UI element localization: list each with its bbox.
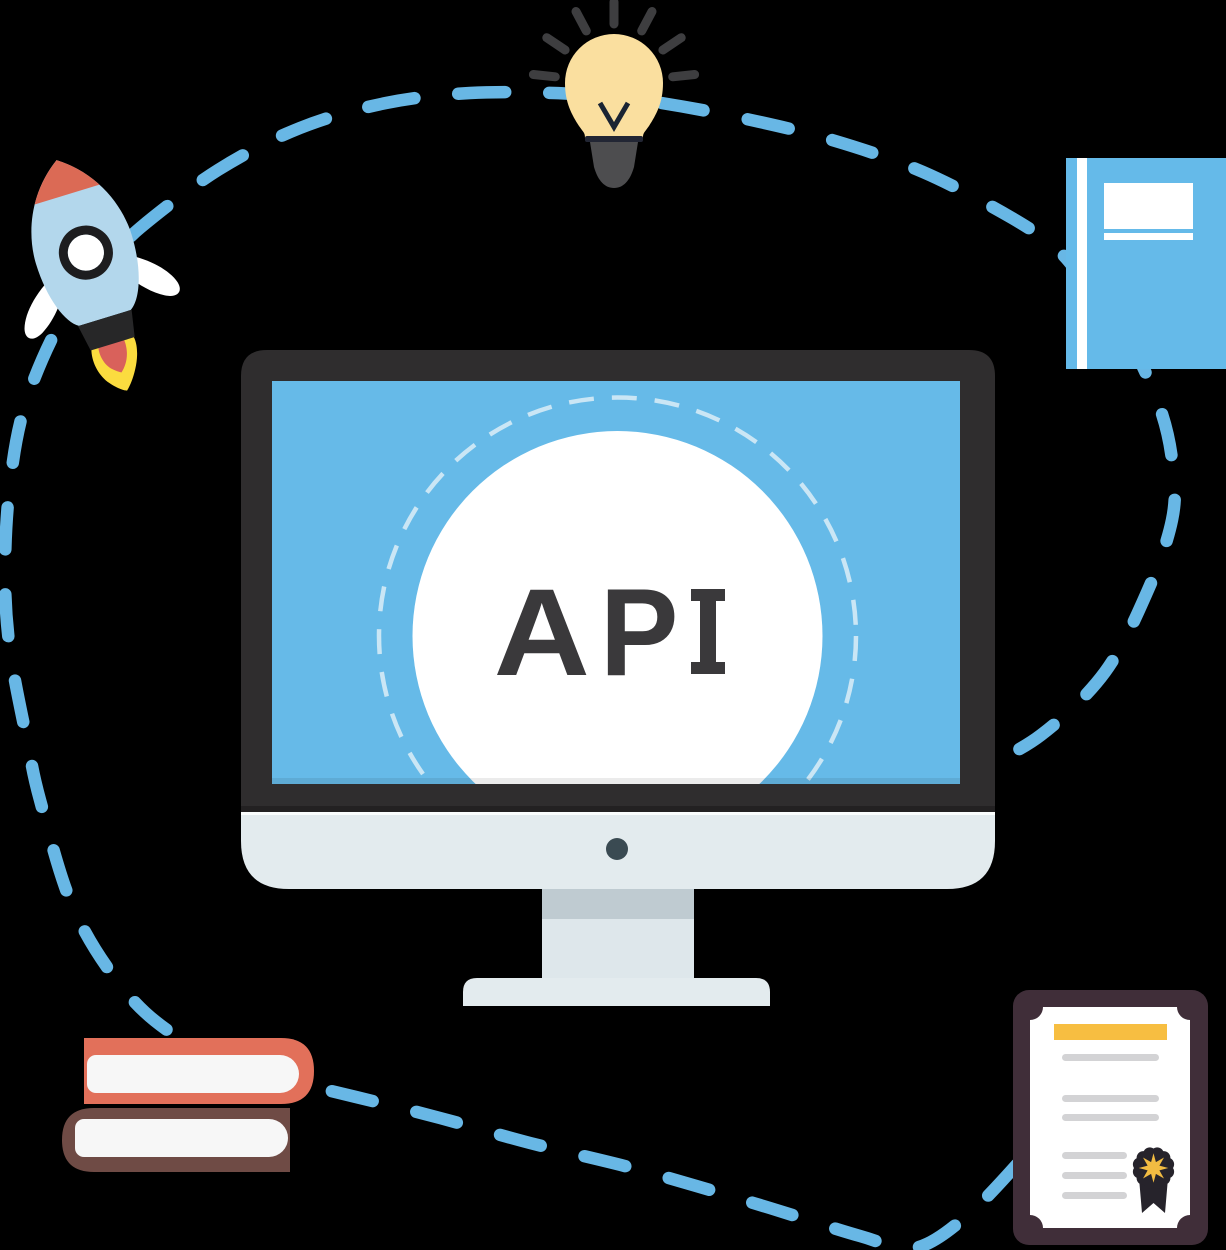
svg-text:A: A	[494, 564, 590, 702]
svg-text:P: P	[600, 564, 678, 702]
